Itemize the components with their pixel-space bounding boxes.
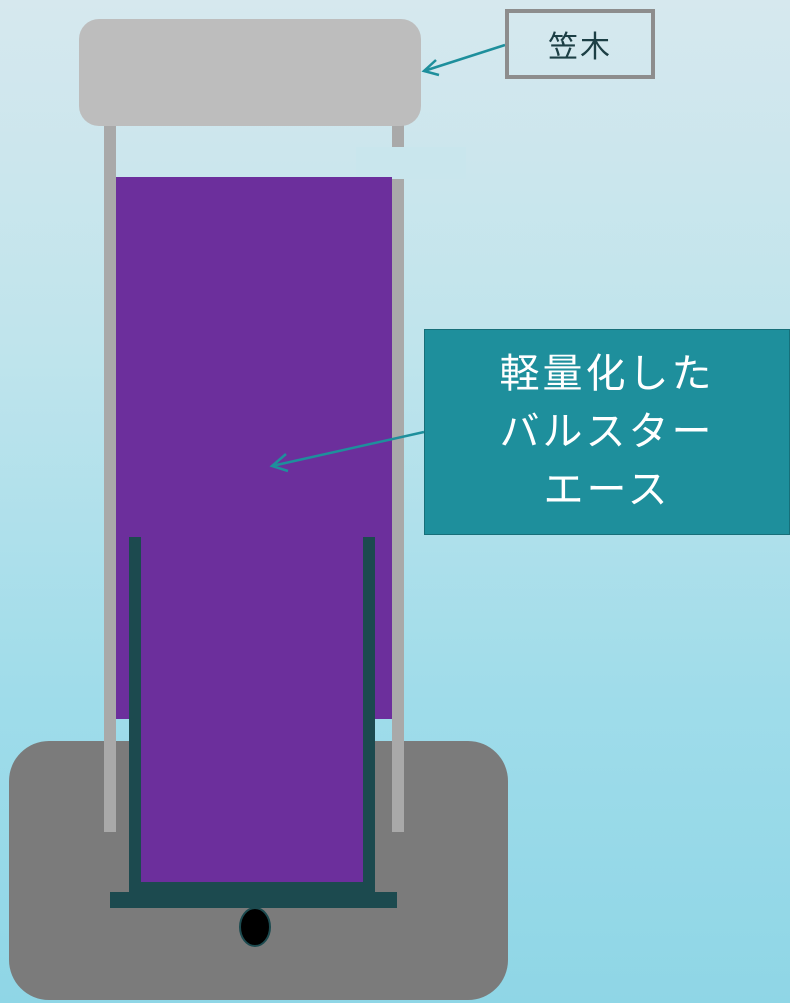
baluster-label-line-1: 軽量化した	[499, 351, 715, 397]
kasagi-cap	[79, 19, 421, 126]
kasagi-label-text: 笠木	[548, 30, 612, 65]
light-band	[356, 147, 466, 179]
bracket-base-plate	[110, 892, 397, 908]
bracket-left-rail	[129, 537, 141, 892]
baluster-label: 軽量化した バルスター エース	[424, 329, 790, 535]
kasagi-arrow	[421, 43, 506, 77]
baluster-arrow	[269, 430, 425, 473]
right-post	[392, 118, 404, 832]
left-post	[104, 118, 116, 832]
baluster-panel-lower	[141, 719, 363, 885]
baluster-panel	[116, 177, 392, 719]
bracket-bottom	[129, 882, 375, 892]
baluster-label-line-2: バルスター	[499, 409, 715, 455]
kasagi-label: 笠木	[505, 9, 655, 79]
baluster-label-line-3: エース	[543, 467, 671, 513]
bracket-right-rail	[363, 537, 375, 892]
anchor-bolt	[239, 907, 271, 947]
